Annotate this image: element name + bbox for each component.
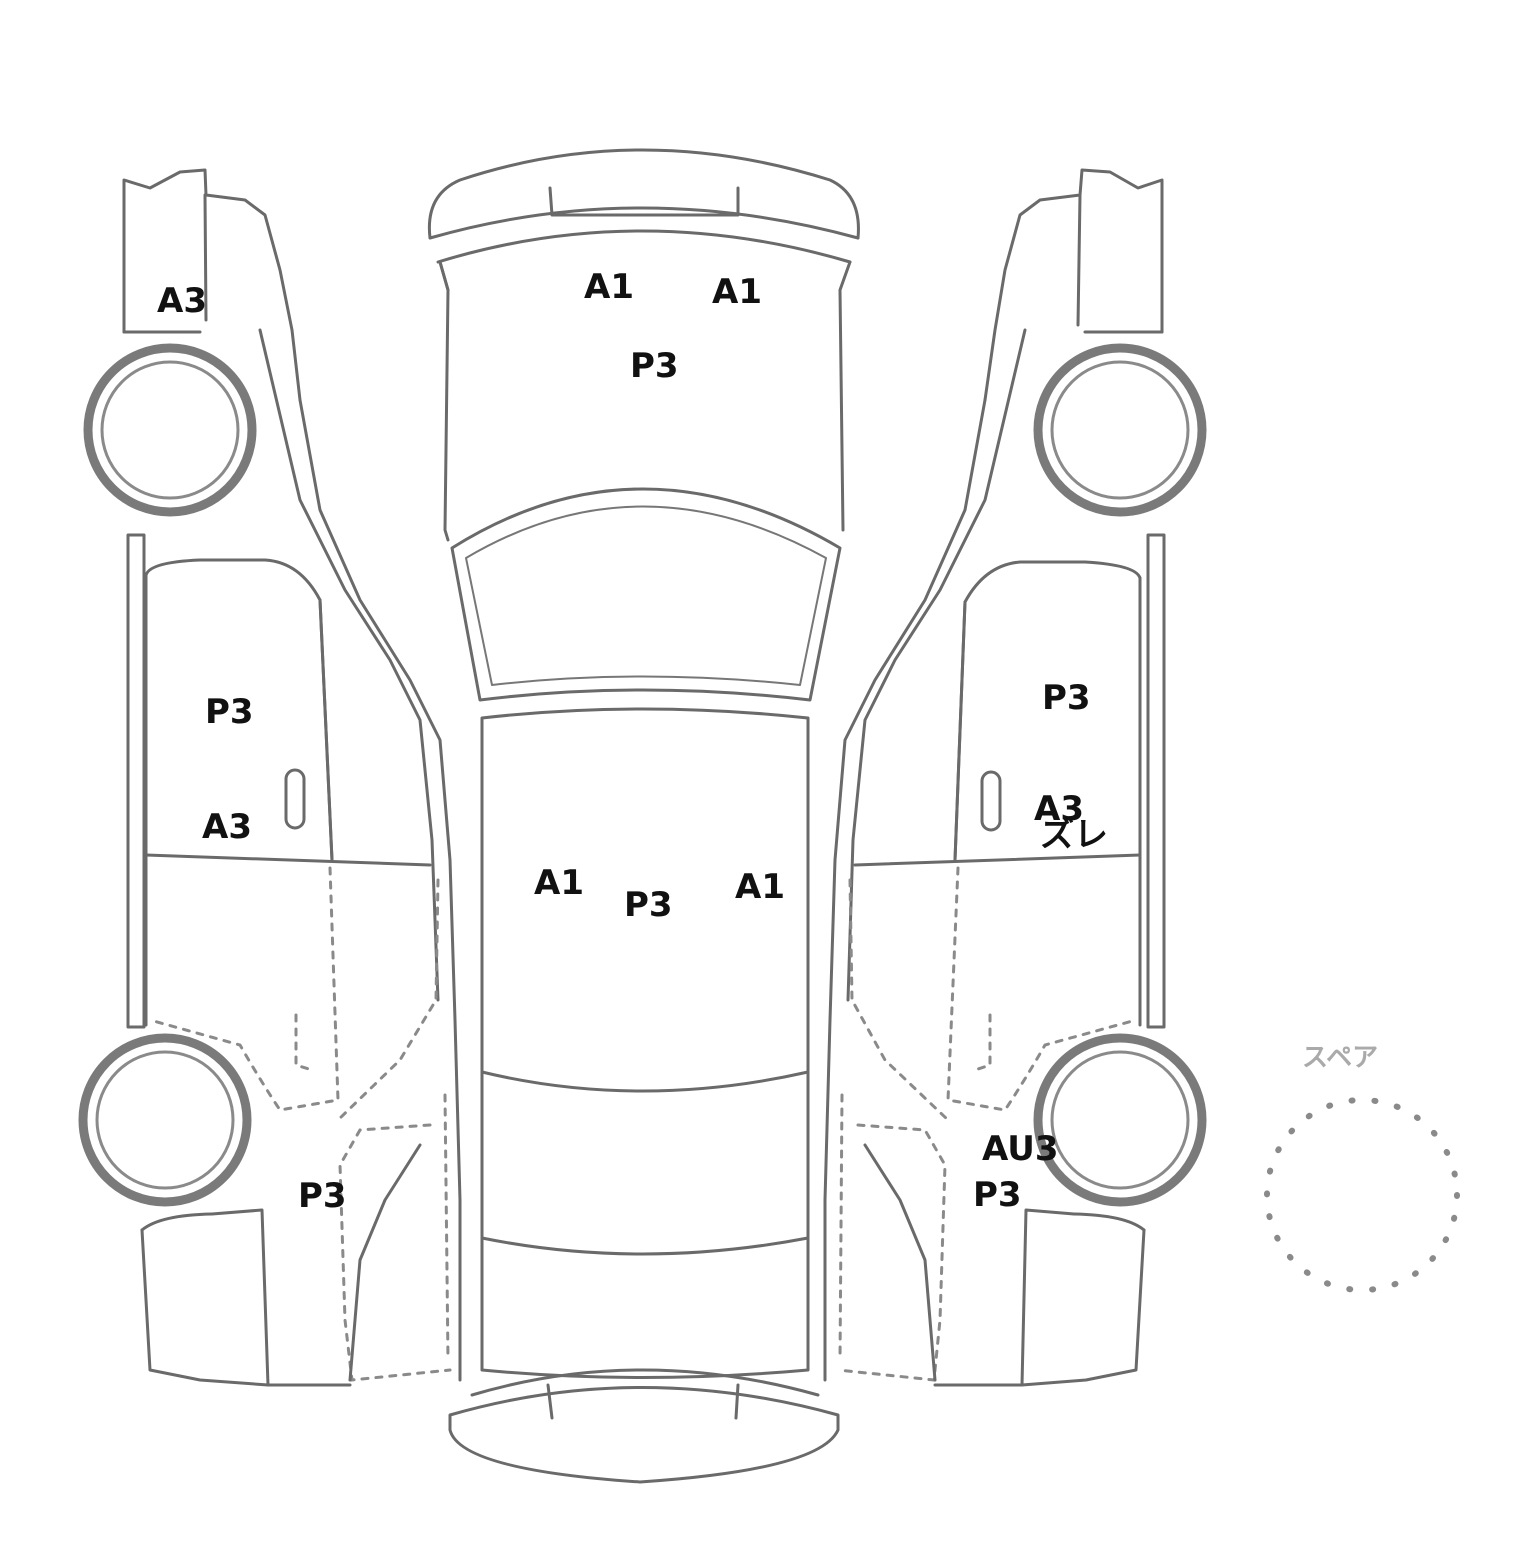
damage-mark: A3: [157, 281, 207, 321]
damage-mark: P3: [205, 692, 254, 732]
left-door-handle: [284, 768, 306, 830]
damage-mark: ズレ: [1040, 815, 1108, 855]
left-rear-bumper-top: [140, 1212, 214, 1232]
left-side-view: [78, 168, 462, 1387]
top-rear-plate: [546, 1383, 740, 1420]
left-front-door-outline: [144, 558, 334, 862]
top-rear-bumper-top: [470, 1368, 820, 1397]
right-rear-tire: [1033, 1033, 1207, 1207]
spare-tire-circle: [1264, 1097, 1460, 1293]
left-quarter-outline: [348, 1143, 422, 1382]
right-rear-handle-dotted: [973, 1013, 992, 1072]
left-body-edge-inner: [258, 328, 440, 1002]
right-body-edge-inner: [846, 328, 1027, 1002]
top-hood-left: [438, 260, 450, 292]
top-windshield-outer: [450, 487, 842, 702]
right-door-beltline: [853, 853, 1142, 867]
top-rear-window-top: [480, 1070, 810, 1093]
left-fender-line: [203, 193, 208, 322]
right-rocker: [1146, 533, 1166, 1029]
left-door-beltline: [144, 853, 432, 867]
damage-mark: P3: [624, 885, 673, 925]
right-rear-bumper-top: [1072, 1212, 1146, 1232]
left-front-tire: [83, 343, 257, 517]
left-rear-handle-dotted: [294, 1013, 314, 1072]
right-body-edge-outer: [823, 398, 987, 1382]
top-view: [427, 148, 860, 1484]
left-door-seam: [318, 598, 334, 862]
spare-tire: スペア: [1264, 1043, 1460, 1293]
top-roof: [480, 707, 810, 1379]
right-front-door-outline: [953, 560, 1142, 862]
top-windshield-inner: [465, 505, 827, 686]
spare-label: スペア: [1302, 1043, 1378, 1073]
right-rear-tire-rim: [1050, 1050, 1190, 1190]
left-front-tire-rim: [100, 360, 240, 500]
top-front-bumper-lip: [436, 229, 852, 264]
right-door-seam: [953, 600, 967, 862]
damage-mark: A3: [1034, 789, 1084, 829]
right-rear-bumper-outline: [1020, 1208, 1146, 1387]
top-grille: [548, 186, 740, 217]
damage-mark: A1: [735, 867, 785, 907]
right-quarter-outline: [863, 1143, 937, 1382]
left-body-edge-outer: [298, 398, 462, 1382]
right-quarter-dotted: [836, 1123, 947, 1382]
right-rear-door-dotted-2: [848, 878, 950, 1122]
top-front-bumper: [427, 148, 860, 240]
damage-mark: A1: [584, 267, 634, 307]
top-hood: [438, 260, 852, 542]
top-rear-bumper: [448, 1386, 840, 1484]
damage-mark: A1: [534, 863, 584, 903]
left-rocker: [126, 533, 146, 1029]
right-front-tire: [1033, 343, 1207, 517]
damage-mark: P3: [1042, 678, 1091, 718]
right-quarter-dotted-2: [838, 1093, 844, 1362]
top-front-bumper-inner: [428, 206, 860, 240]
damage-mark: P3: [630, 346, 679, 386]
left-rear-tire: [78, 1033, 252, 1207]
right-door-handle: [980, 770, 1002, 832]
right-fender-line: [1076, 193, 1082, 327]
left-quarter-dotted-2: [443, 1093, 450, 1362]
damage-mark: AU3: [982, 1129, 1059, 1169]
damage-mark: P3: [298, 1176, 347, 1216]
right-front-tire-rim: [1050, 360, 1190, 500]
damage-mark: A3: [202, 807, 252, 847]
left-rear-door-dotted: [148, 866, 340, 1112]
damage-mark: A1: [712, 272, 762, 312]
damage-marks: A3 A1 A1 P3 P3 A3 A1 P3 A1 P3 P3 A3 ズレ A…: [157, 267, 1108, 1216]
left-quarter-dotted: [338, 1123, 452, 1382]
right-side-view: [823, 168, 1207, 1387]
left-rear-bumper-outline: [140, 1208, 270, 1387]
right-rear-door-dotted: [946, 866, 1138, 1112]
damage-mark: P3: [973, 1175, 1022, 1215]
left-rear-door-dotted-2: [336, 878, 440, 1122]
left-rear-tire-rim: [95, 1050, 235, 1190]
top-rear-window-bottom: [480, 1236, 810, 1256]
